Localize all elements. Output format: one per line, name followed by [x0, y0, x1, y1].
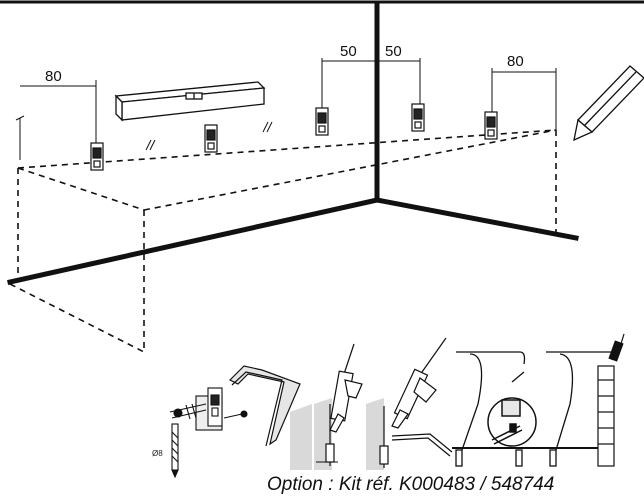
dimension-label-center-50-left: 50: [340, 43, 357, 60]
dimension-center-50-right: [377, 58, 421, 108]
magnifier-circle: [487, 397, 537, 447]
silicone-gun-icon: [325, 343, 363, 466]
drill-diameter-label: Ø8: [152, 449, 163, 458]
room-corner: [7, 1, 579, 285]
dimension-label-right-80: 80: [507, 53, 524, 70]
tile-column: [597, 365, 615, 467]
pencil-icon: [573, 65, 644, 142]
dimension-label-center-50-right: 50: [385, 43, 402, 60]
step-tub-edge-profile: [228, 365, 301, 447]
option-kit-caption: Option : Kit réf. K000483 / 548744: [267, 474, 555, 495]
silicone-gun-icon: [608, 333, 625, 362]
step-rim-magnified: [452, 351, 540, 467]
step-tiled-wall: [540, 351, 615, 467]
spirit-level-icon: [114, 81, 266, 122]
step-fix-bracket: [169, 387, 248, 431]
silicone-gun-icon: [391, 337, 447, 429]
bathtub-dashed-outline: [9, 129, 557, 353]
wall-bracket-icon: [484, 111, 498, 140]
dimension-left-80: [15, 80, 97, 160]
ghost-wall-panels: [290, 398, 384, 470]
dimension-center-50-left: [321, 58, 377, 112]
dimension-label-left-80: 80: [45, 68, 62, 85]
wall-bracket-icon: [411, 103, 425, 132]
wall-bracket-icon: [315, 107, 329, 136]
wall-bracket-icon: [90, 142, 104, 171]
break-marks: [145, 121, 273, 151]
tub-edge-section: [379, 406, 453, 468]
wall-bracket-icon: [204, 124, 218, 153]
dimension-right-80: [491, 68, 557, 132]
drill-bit-icon: [171, 423, 179, 479]
